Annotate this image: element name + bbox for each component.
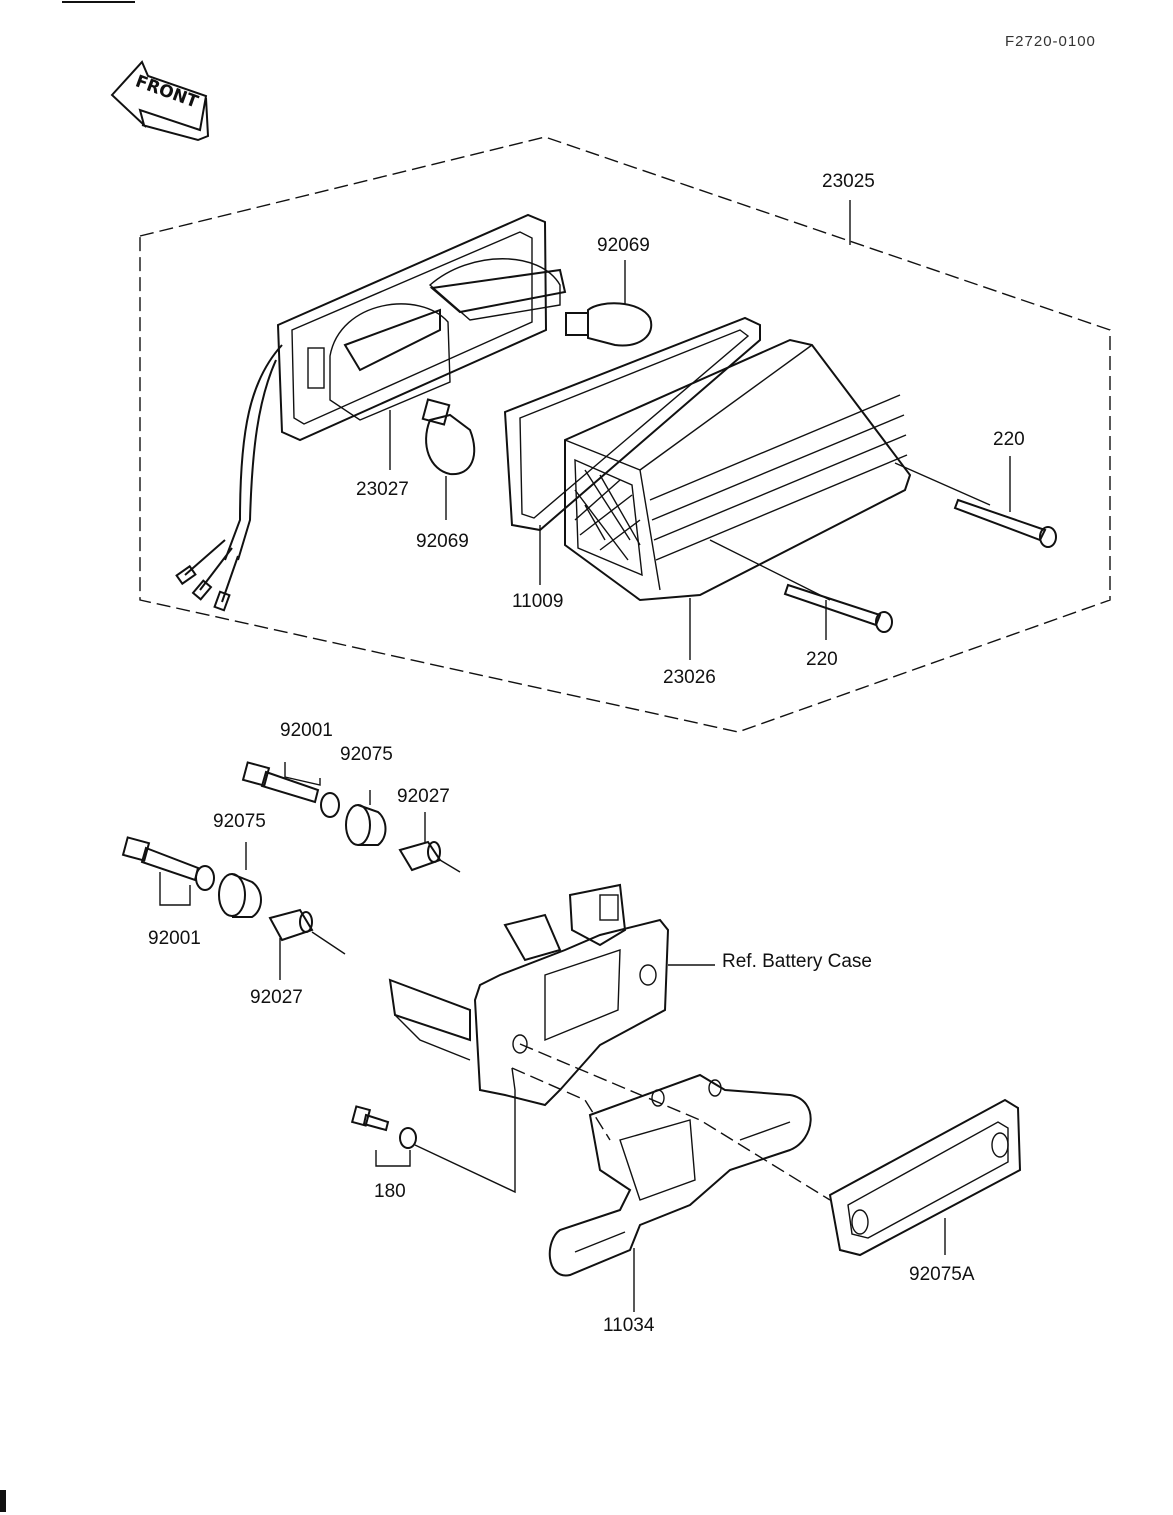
screw-upper-icon [953,498,1057,548]
part-label-11034[interactable]: 11034 [603,1315,655,1336]
part-label-92075A[interactable]: 92075A [909,1264,975,1285]
part-label-220-top[interactable]: 220 [993,429,1025,450]
bulb-upper-icon [565,302,653,347]
license-bracket-icon [548,1073,812,1277]
part-label-220-bottom[interactable]: 220 [806,649,838,670]
part-label-23025[interactable]: 23025 [822,171,875,192]
part-label-92027-left[interactable]: 92027 [250,987,303,1008]
bulb-lower-icon [421,398,476,476]
edge-mark [0,1490,6,1512]
figure-code: F2720-0100 [1005,33,1096,50]
collar-lower-icon [268,908,314,942]
tail-lens-icon [564,338,912,602]
front-arrow-icon [110,60,210,142]
part-label-92069-bottom[interactable]: 92069 [416,531,469,552]
part-label-92027-top[interactable]: 92027 [397,786,450,807]
part-label-23026[interactable]: 23026 [663,667,716,688]
part-label-180[interactable]: 180 [374,1181,406,1202]
license-lens-icon [828,1098,1022,1257]
part-label-92001-top[interactable]: 92001 [280,720,333,741]
assembly-outline [139,136,1111,733]
bolt-lower-icon [121,836,215,891]
part-label-23027[interactable]: 23027 [356,479,409,500]
reference-battery-case-label[interactable]: Ref. Battery Case [722,951,872,972]
collar-upper-icon [398,840,442,872]
rubber-grommet-upper-icon [345,804,387,846]
gasket-icon [503,316,761,532]
bolt-180-icon [350,1105,417,1149]
part-label-92075-left[interactable]: 92075 [213,811,266,832]
bolt-upper-icon [241,761,340,818]
part-label-92075-top[interactable]: 92075 [340,744,393,765]
rubber-grommet-lower-icon [218,873,262,918]
screw-lower-icon [783,583,893,633]
part-label-11009[interactable]: 11009 [512,591,564,612]
part-label-92001-left[interactable]: 92001 [148,928,201,949]
battery-case-bracket-icon [388,883,670,1107]
part-label-92069-top[interactable]: 92069 [597,235,650,256]
tail-lamp-base-icon [175,213,567,612]
